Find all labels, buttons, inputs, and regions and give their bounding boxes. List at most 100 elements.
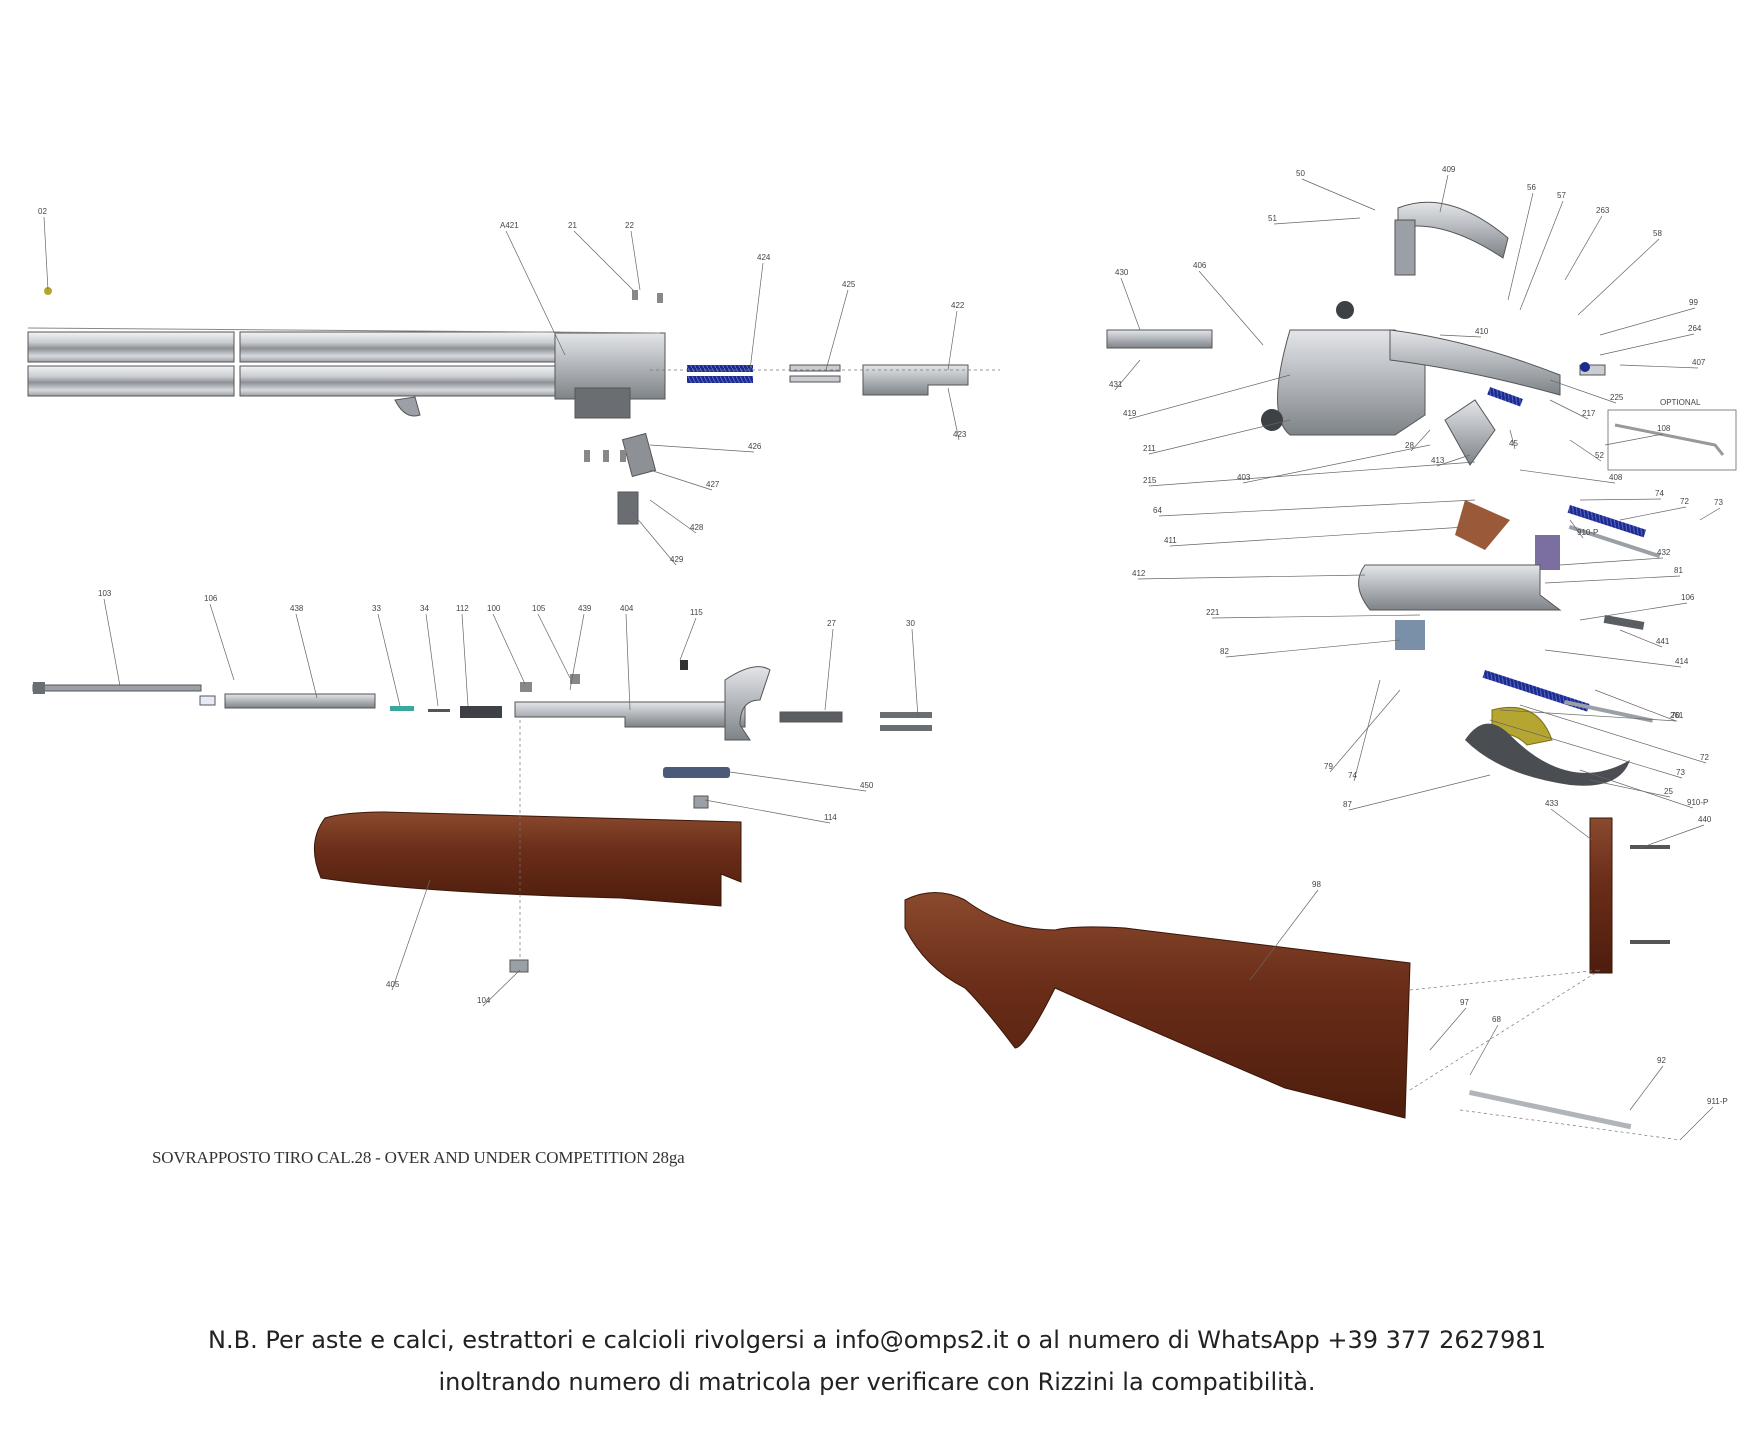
part-number-label: 427 [706,480,720,489]
leader-line [625,613,631,711]
part-number-label: 64 [1153,506,1162,515]
part-number-label: 430 [1115,268,1129,277]
leader-line [1519,200,1564,311]
leader-line [1519,469,1616,484]
forend-wood [313,811,742,973]
part-number-label: 50 [1296,169,1305,178]
part-number-label: 92 [1657,1056,1666,1065]
part-number-label: 215 [1143,476,1157,485]
part-number-label: 72 [1680,497,1689,506]
leader-line [573,230,634,291]
part-number-label: 82 [1220,647,1229,656]
leader-line [911,628,919,719]
leader-line [1436,454,1471,467]
leader-line [1148,419,1291,455]
leader-lines [519,369,1681,1141]
leader-line [1120,277,1141,331]
leader-line [649,469,713,491]
part-number-label: 51 [1268,214,1277,223]
part-number-label: 423 [953,430,967,439]
leader-line [1489,719,1683,779]
part-number-label: 58 [1653,229,1662,238]
part-number-label: 56 [1527,183,1536,192]
footer-note-line-1: N.B. Per aste e calci, estrattori e calc… [208,1326,1546,1354]
leader-line [1569,519,1584,539]
part-number-label: 422 [951,301,965,310]
leader-line [482,969,521,1007]
action-receiver [1106,201,1661,786]
part-number-label: 433 [1545,799,1559,808]
leader-line [461,613,469,707]
leader-line [1699,507,1721,521]
leader-line [103,598,121,687]
buttstock-wood [904,817,1670,1130]
barrel-parts [44,287,969,525]
leader-line [1509,429,1516,450]
leader-line [1544,575,1681,584]
part-number-label: 81 [1674,566,1683,575]
leader-line [629,509,677,566]
part-number-label: 87 [1343,800,1352,809]
leader-line [1549,399,1589,420]
part-number-label: 112 [456,604,469,613]
part-number-label: 68 [1492,1015,1501,1024]
part-number-label: 21 [568,221,577,230]
part-number-label: 441 [1656,637,1670,646]
part-number-label: 428 [690,523,704,532]
leader-line [1128,374,1291,420]
part-number-label: 72 [1700,753,1709,762]
part-number-label: 211 [1143,444,1156,453]
leader-line [1569,439,1602,462]
part-number-label: 28 [1405,441,1414,450]
leader-line [1544,649,1682,668]
leader-line [1629,1065,1664,1111]
part-number-label: 105 [532,604,546,613]
leader-line [209,603,235,681]
leader-line [1599,307,1696,336]
leader-line [824,628,834,711]
part-number-label: 225 [1610,393,1624,402]
part-number-label: 438 [290,604,304,613]
part-number-label: 106 [1681,593,1695,602]
part-number-label: 103 [98,589,112,598]
leader-line [1410,429,1431,452]
leader-line [1137,574,1366,580]
leader-line [492,613,526,685]
leader-line [1225,639,1401,658]
part-number-label: 407 [1692,358,1706,367]
part-number-label: 217 [1582,409,1596,418]
part-number-label: 424 [757,253,771,262]
part-number-label: 99 [1689,298,1698,307]
leader-line [1579,602,1688,621]
part-number-label: 414 [1675,657,1689,666]
leader-line [1198,270,1264,346]
leader-line [1301,178,1376,211]
part-number-label: 429 [670,555,684,564]
part-number-label: 264 [1688,324,1702,333]
part-number-label: 911-P [1707,1097,1728,1106]
part-number-label: 910-P [1687,798,1708,807]
leader-line [1594,689,1677,722]
leader-line [43,216,49,291]
part-number-label: 405 [386,980,400,989]
part-number-label: 22 [625,221,634,230]
part-number-label: 411 [1164,536,1177,545]
leader-line [1148,461,1476,487]
leader-line [425,613,439,707]
leader-line [1564,215,1603,281]
part-number-label: 221 [1206,608,1220,617]
part-number-label: 261 [1670,711,1684,720]
leader-line [749,262,764,371]
part-number-label: 404 [620,604,634,613]
leader-line [649,444,755,453]
part-number-label: 106 [204,594,218,603]
leader-line [1348,774,1491,811]
leader-line [704,799,831,824]
part-number-label: 426 [748,442,762,451]
leader-line [391,879,431,991]
part-number-label: A421 [500,221,519,230]
leader-line [1589,779,1671,798]
leader-line [1242,444,1431,484]
leader-line [1599,333,1695,356]
leader-line [1550,808,1593,841]
